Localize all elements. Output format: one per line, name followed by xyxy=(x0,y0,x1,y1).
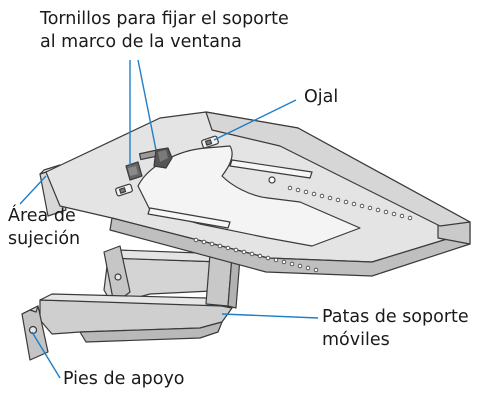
eyelet-rear xyxy=(201,135,219,149)
label-screws-line2: al marco de la ventana xyxy=(40,32,242,52)
support-legs xyxy=(21,245,241,361)
bracket-illustration xyxy=(21,111,471,361)
screw-lower xyxy=(125,161,143,181)
label-clamping-area-line2: sujeción xyxy=(8,229,81,249)
label-screws: Tornillos para fijar el soporte al marco… xyxy=(40,8,289,54)
hole-row-front xyxy=(193,237,319,273)
leader-pies xyxy=(31,331,61,379)
label-support-legs-line2: móviles xyxy=(322,330,390,350)
leader-ojal xyxy=(213,99,297,141)
front-slot xyxy=(147,207,231,229)
support-leg-near-front xyxy=(79,321,223,343)
label-support-legs-line1: Patas de soporte xyxy=(322,307,469,327)
label-eyelet: Ojal xyxy=(304,87,339,107)
frame-hole xyxy=(268,176,276,184)
leader-patas xyxy=(221,313,319,319)
rear-slot xyxy=(229,159,313,179)
label-screws-line1: Tornillos para fijar el soporte xyxy=(40,9,289,29)
leader-screw-right xyxy=(137,59,157,151)
leader-area xyxy=(19,175,47,205)
screw-upper xyxy=(138,147,173,169)
label-feet: Pies de apoyo xyxy=(63,369,185,389)
frame-rail-rear xyxy=(205,111,471,227)
eyelet-front xyxy=(115,183,133,197)
label-clamping-area-line1: Área de xyxy=(8,206,76,226)
hole-row-rear xyxy=(287,185,413,221)
label-support-legs: Patas de soporte móviles xyxy=(322,306,469,352)
label-clamping-area: Área de sujeción xyxy=(8,205,80,251)
leader-lines xyxy=(19,59,319,379)
